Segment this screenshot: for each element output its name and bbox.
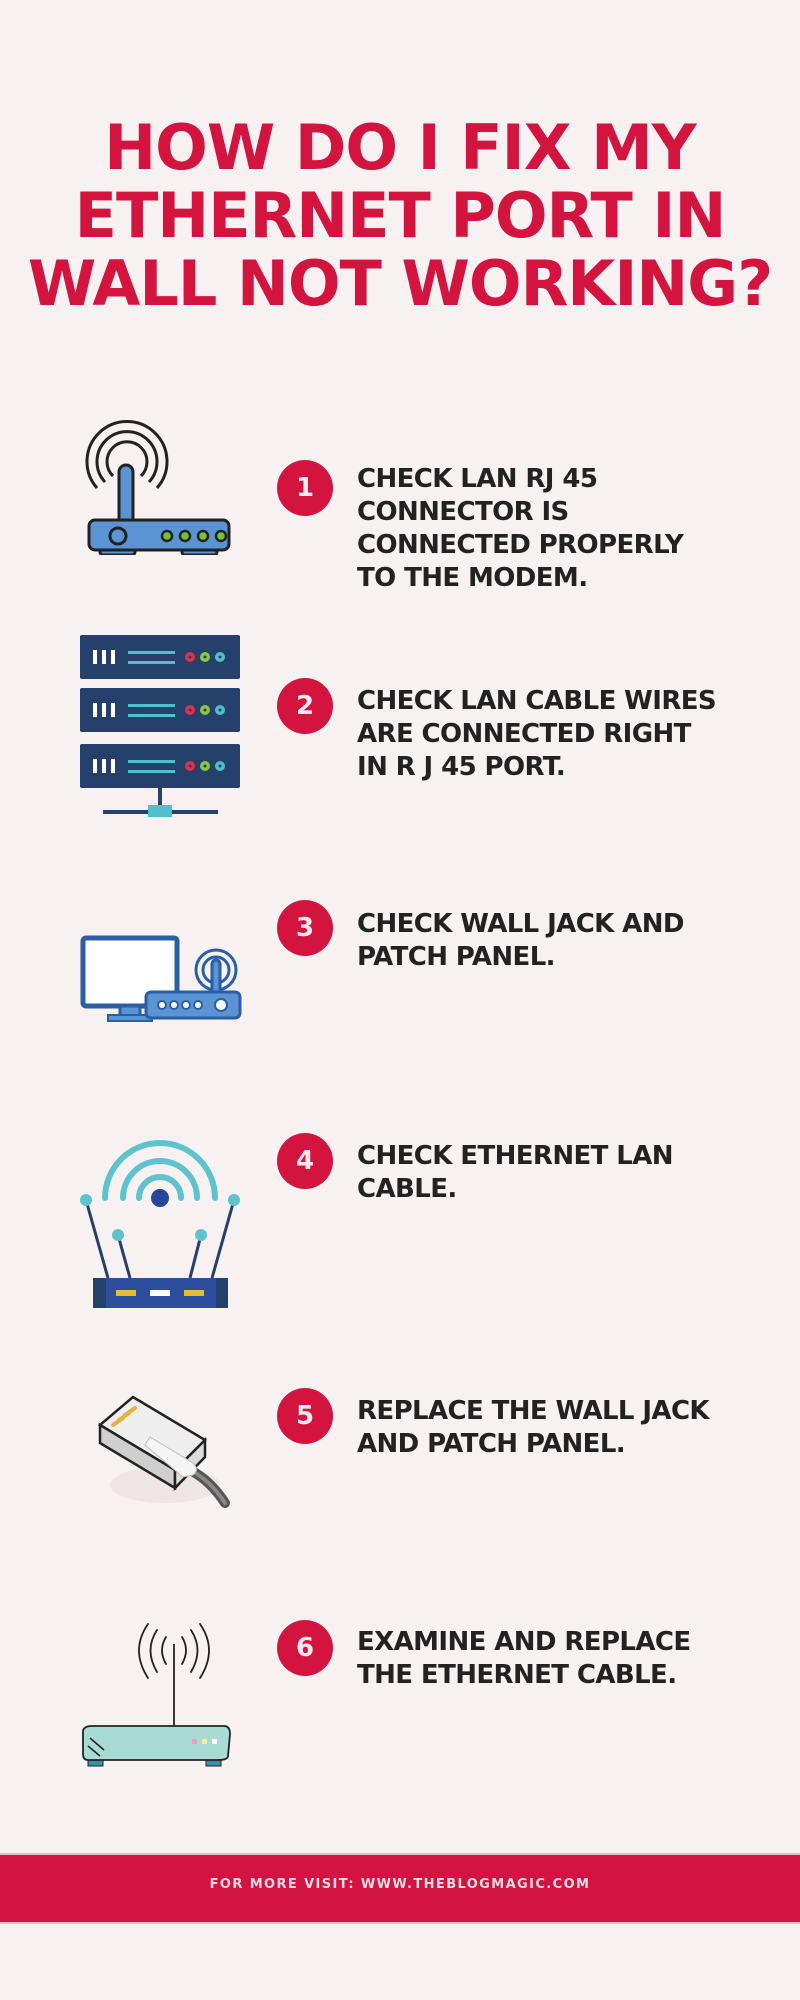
step-text-line: TO THE MODEM. [357, 563, 588, 593]
step-text: REPLACE THE WALL JACK AND PATCH PANEL. [357, 1395, 757, 1461]
step-text: CHECK LAN RJ 45 CONNECTOR IS CONNECTED P… [357, 463, 757, 595]
wifi-router-icon [85, 420, 231, 555]
step-text-line: ARE CONNECTED RIGHT [357, 719, 691, 749]
step-text-line: REPLACE THE WALL JACK [357, 1396, 710, 1426]
step-text-line: CONNECTOR IS [357, 497, 569, 527]
step-text: CHECK WALL JACK AND PATCH PANEL. [357, 908, 757, 974]
step-text-line: CHECK WALL JACK AND [357, 909, 684, 939]
step-number-badge: 2 [277, 678, 333, 734]
step-text: CHECK ETHERNET LAN CABLE. [357, 1140, 757, 1206]
step-text-line: CHECK LAN CABLE WIRES [357, 686, 717, 716]
title-line: WALL NOT WORKING? [27, 246, 773, 320]
monitor-router-icon [80, 935, 242, 1022]
rj45-connector-icon [97, 1395, 230, 1508]
step-text-line: CHECK LAN RJ 45 [357, 464, 598, 494]
page-title: HOW DO I FIX MY ETHERNET PORT IN WALL NO… [0, 110, 800, 320]
step-number-badge: 3 [277, 900, 333, 956]
title-line: HOW DO I FIX MY [104, 110, 696, 184]
step-number-badge: 6 [277, 1620, 333, 1676]
step-number-badge: 1 [277, 460, 333, 516]
step-text-line: CABLE. [357, 1174, 457, 1204]
step-text-line: CONNECTED PROPERLY [357, 530, 684, 560]
step-text-line: IN R J 45 PORT. [357, 752, 566, 782]
modem-antenna-icon [82, 1623, 231, 1767]
multi-antenna-router-icon [80, 1140, 240, 1308]
footer-link[interactable]: FOR MORE VISIT: WWW.THEBLOGMAGIC.COM [209, 1877, 591, 1892]
step-text-line: EXAMINE AND REPLACE [357, 1627, 691, 1657]
footer-banner: FOR MORE VISIT: WWW.THEBLOGMAGIC.COM [0, 1853, 800, 1924]
step-text-line: THE ETHERNET CABLE. [357, 1660, 677, 1690]
step-text-line: CHECK ETHERNET LAN [357, 1141, 673, 1171]
step-text-line: AND PATCH PANEL. [357, 1429, 626, 1459]
step-number-badge: 4 [277, 1133, 333, 1189]
step-text: CHECK LAN CABLE WIRES ARE CONNECTED RIGH… [357, 685, 757, 784]
title-line: ETHERNET PORT IN [74, 178, 727, 252]
step-number-badge: 5 [277, 1388, 333, 1444]
step-text: EXAMINE AND REPLACE THE ETHERNET CABLE. [357, 1626, 757, 1692]
server-rack-icon [80, 635, 240, 817]
step-text-line: PATCH PANEL. [357, 942, 556, 972]
